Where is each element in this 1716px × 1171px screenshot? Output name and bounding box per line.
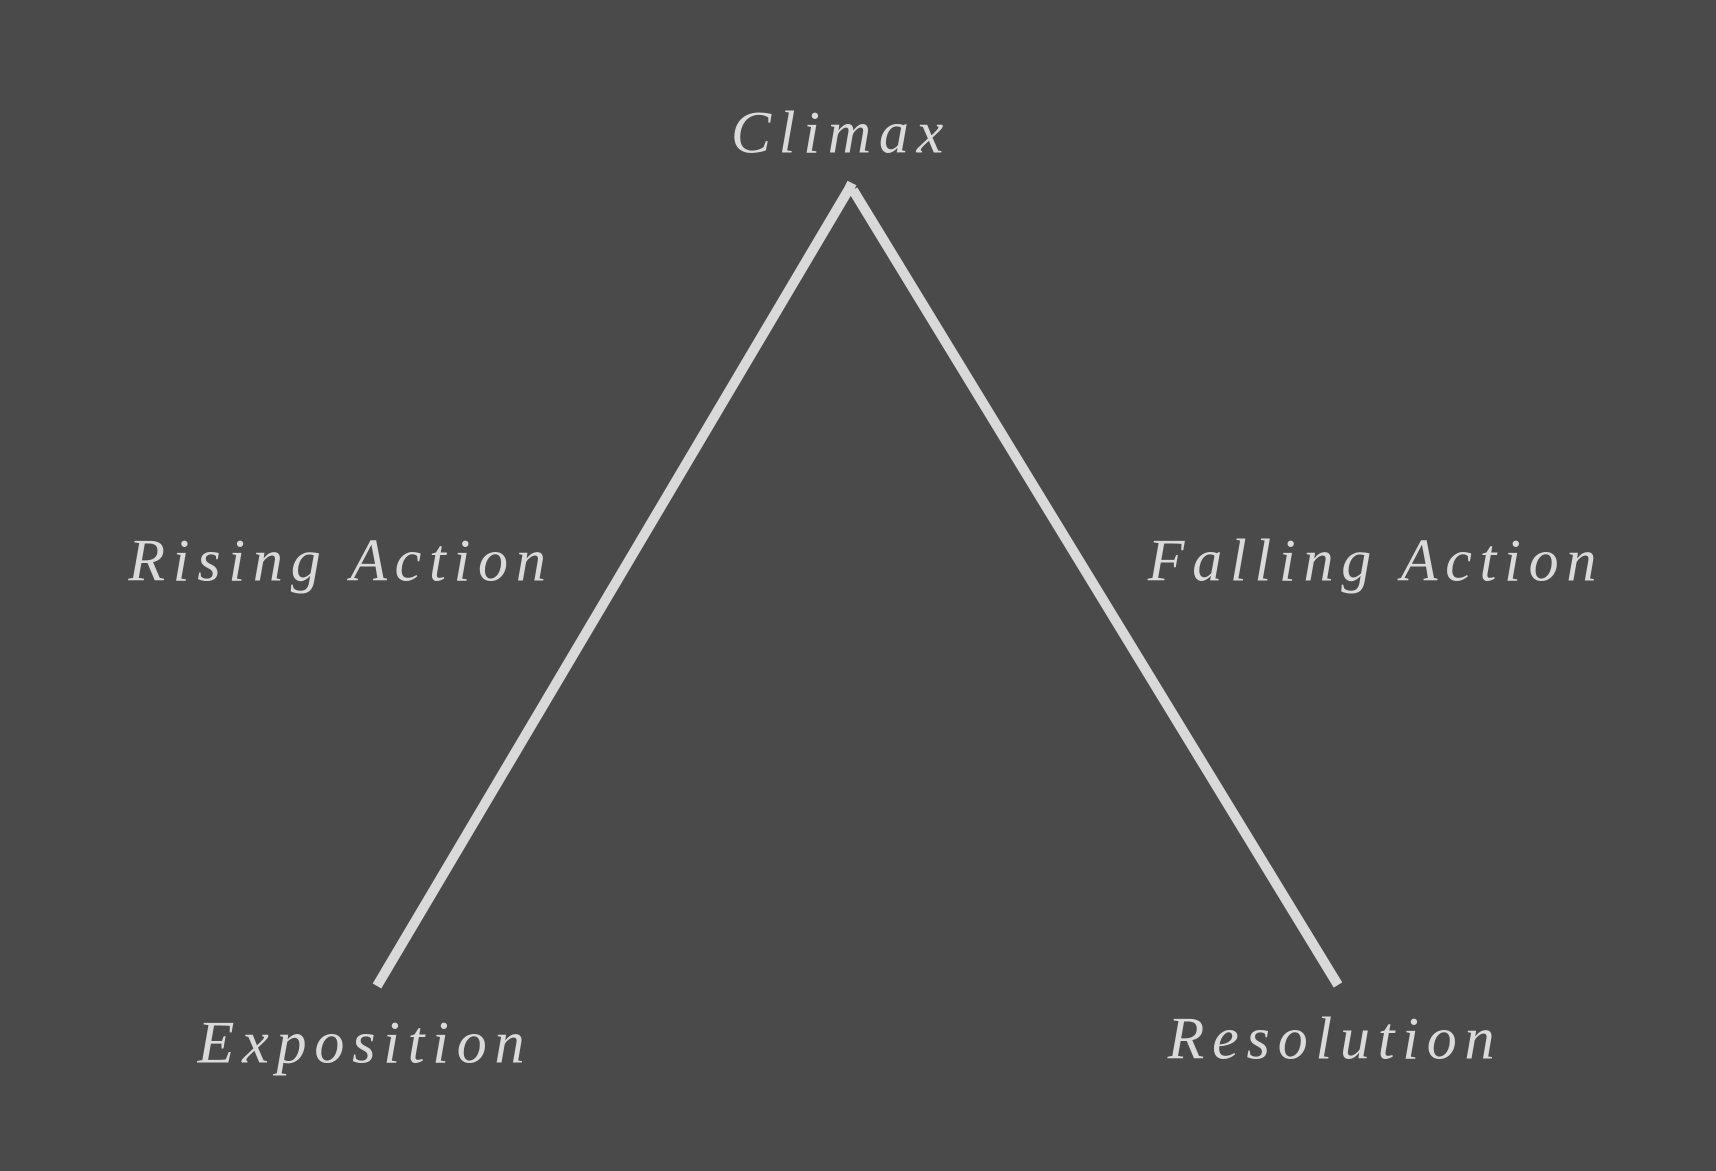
- falling-action-label: Falling Action: [1147, 527, 1605, 594]
- exposition-label: Exposition: [197, 1009, 533, 1076]
- falling-action-line: [848, 187, 1343, 988]
- climax-label: Climax: [730, 99, 952, 166]
- resolution-label: Resolution: [1167, 1005, 1503, 1072]
- rising-action-label: Rising Action: [128, 527, 554, 594]
- rising-action-line: [372, 180, 857, 989]
